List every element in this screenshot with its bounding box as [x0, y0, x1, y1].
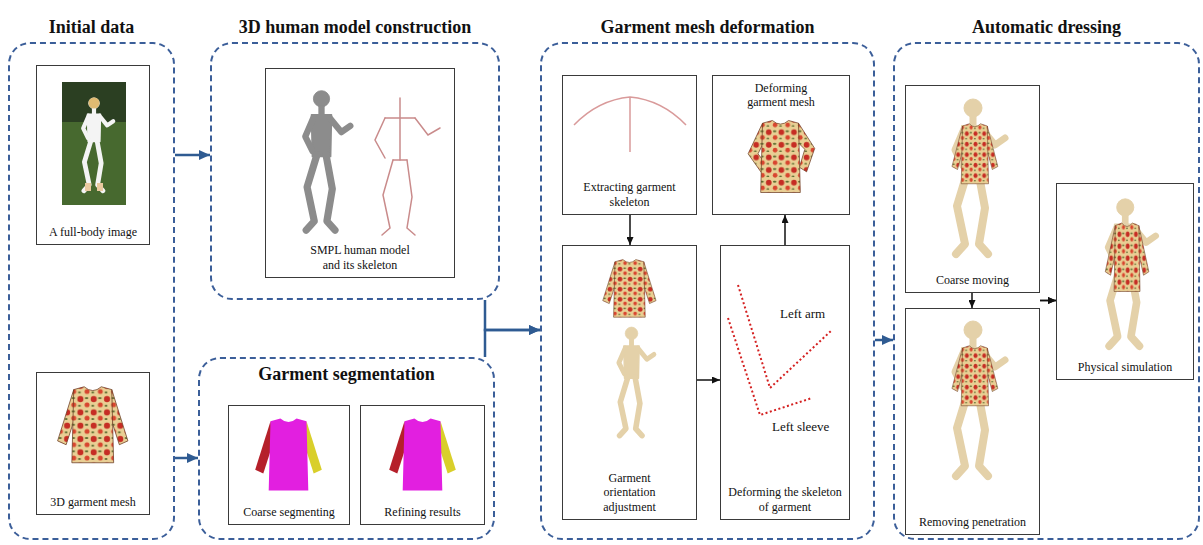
- player-photo: [62, 82, 126, 205]
- dressed-figure: [952, 99, 1005, 254]
- step-caption: Refining results: [384, 505, 460, 519]
- flow-arrow: [175, 154, 210, 157]
- player-photo: [62, 82, 126, 205]
- garment-mesh: [58, 387, 128, 463]
- step-box: 3D garment mesh: [36, 372, 150, 515]
- flow-arrow: [784, 215, 786, 245]
- skeleton-label: Left arm: [780, 306, 825, 322]
- dressed-figure: [1105, 199, 1155, 346]
- stage-panel: 3D human model constructionSMPL human mo…: [210, 42, 500, 300]
- deformed-skeleton-lines: [728, 318, 812, 415]
- player-photo: [83, 98, 113, 191]
- flow-arrow: [1040, 300, 1056, 302]
- player-photo: [89, 98, 100, 109]
- stage-panel: Garment mesh deformationExtracting garme…: [540, 42, 875, 540]
- player-photo: [97, 183, 103, 191]
- garment-mesh: [58, 387, 128, 463]
- coarse-segment-shirt: [269, 419, 309, 491]
- refined-segment-shirt: [389, 419, 456, 491]
- player-photo: [85, 183, 91, 191]
- dressed-figure: [952, 321, 1005, 476]
- skeleton-label: Left sleeve: [772, 419, 829, 435]
- smpl-skeleton: [375, 98, 440, 235]
- smpl-skeleton: [385, 117, 415, 119]
- flow-arrow: [175, 457, 198, 460]
- step-box: Deforming garment mesh: [712, 75, 850, 215]
- stage-panel: Automatic dressingCoarse movingRemoving …: [893, 42, 1200, 540]
- smpl-skeleton: [399, 98, 401, 160]
- smpl-skeleton: [407, 160, 415, 235]
- deformed-garment: [761, 121, 801, 193]
- smpl-body: [305, 91, 350, 231]
- step-caption: Coarse moving: [936, 273, 1009, 287]
- flow-arrow: [485, 330, 540, 357]
- flow-arrow: [485, 300, 540, 330]
- coarse-segment-shirt: [255, 419, 322, 491]
- flow-arrow: [629, 215, 631, 245]
- step-caption: SMPL human model and its skeleton: [308, 243, 413, 272]
- smpl-body: [305, 91, 350, 231]
- deformed-skeleton-lines: [728, 285, 832, 415]
- step-caption: Extracting garment skeleton: [572, 180, 687, 209]
- garment-skeleton: [574, 97, 686, 152]
- oriented-garment: [603, 260, 656, 436]
- step-caption: 3D garment mesh: [50, 495, 135, 509]
- panel-title: Garment segmentation: [258, 364, 434, 385]
- panel-title: Garment mesh deformation: [601, 17, 815, 38]
- flow-arrow: [875, 339, 893, 342]
- smpl-skeleton: [382, 160, 393, 235]
- smpl-skeleton: [415, 118, 440, 135]
- panel-title: 3D human model construction: [239, 17, 472, 38]
- step-box: Coarse segmenting: [228, 405, 350, 525]
- step-caption: Removing penetration: [919, 515, 1026, 529]
- step-box: Garment orientation adjustment: [562, 245, 697, 520]
- step-caption: A full-body image: [49, 225, 137, 239]
- step-box: A full-body image: [36, 65, 150, 245]
- step-box: Physical simulation: [1056, 183, 1194, 380]
- step-box: Refining results: [360, 405, 485, 525]
- oriented-garment: [603, 260, 656, 318]
- garment-skeleton: [574, 97, 686, 152]
- step-caption: Deforming the skeleton of garment: [725, 485, 845, 514]
- step-caption: Coarse segmenting: [243, 505, 335, 519]
- step-box: Coarse moving: [905, 85, 1040, 293]
- stage-panel: Initial dataA full-body image3D garment …: [8, 42, 175, 540]
- deformed-skeleton-lines: [738, 285, 832, 388]
- step-caption: Deforming garment mesh: [736, 81, 826, 110]
- dressed-figure: [952, 99, 1156, 476]
- oriented-garment: [619, 327, 654, 436]
- step-box: SMPL human model and its skeleton: [265, 68, 455, 278]
- flow-arrow: [697, 379, 720, 381]
- panel-title: Initial data: [49, 17, 135, 38]
- step-box: Removing penetration: [905, 308, 1040, 535]
- flow-arrow: [971, 293, 973, 308]
- flow-arrow: [1040, 300, 1056, 302]
- stage-panel: Garment segmentationCoarse segmenting Ref…: [198, 357, 495, 540]
- panel-title: Automatic dressing: [972, 17, 1121, 38]
- refined-segment-shirt: [403, 419, 443, 491]
- step-caption: Garment orientation adjustment: [585, 471, 675, 514]
- deformed-garment: [748, 121, 815, 193]
- step-box: Extracting garment skeleton: [562, 75, 697, 215]
- smpl-skeleton: [375, 118, 385, 158]
- smpl-skeleton: [393, 159, 407, 161]
- step-box: Deforming the skeleton of garment: [720, 245, 850, 520]
- oriented-garment: [603, 260, 656, 318]
- step-caption: Physical simulation: [1078, 360, 1172, 374]
